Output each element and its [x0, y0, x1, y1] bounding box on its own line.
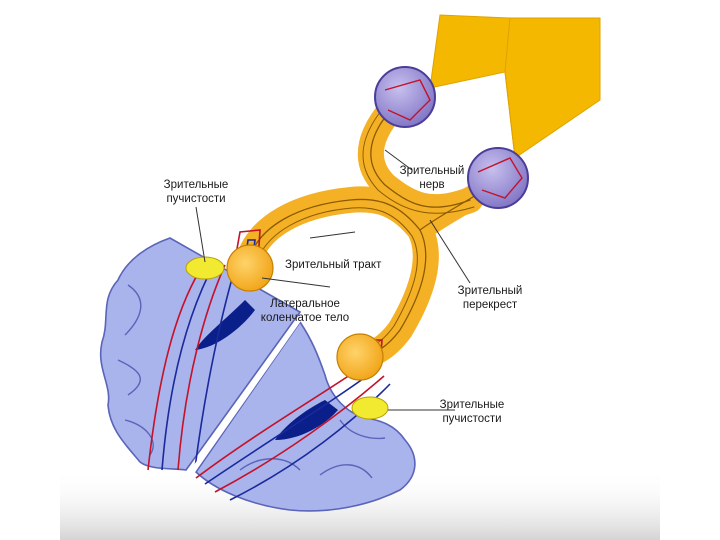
label-radiations-top-1: Зрительные — [164, 179, 229, 191]
visual-field-right-eye — [505, 18, 600, 158]
label-radiations-top-2: пучистости — [166, 193, 225, 205]
visual-field — [430, 15, 600, 158]
label-optic-nerve-2: нерв — [419, 179, 444, 191]
label-chiasm-1: Зрительный — [458, 285, 523, 297]
eye-left — [375, 67, 435, 127]
eye-right — [468, 148, 528, 208]
label-radiations-bottom-1: Зрительные — [440, 399, 505, 411]
label-optic-tract: Зрительный тракт — [285, 259, 382, 271]
lgn-left — [227, 245, 273, 291]
label-optic-nerve-1: Зрительный — [400, 165, 465, 177]
visual-field-left-eye — [430, 15, 510, 88]
striate-bottom — [352, 397, 388, 419]
label-lgn-1: Латеральное — [270, 298, 340, 310]
label-lgn-2: коленчатое тело — [261, 312, 349, 324]
label-radiations-bottom-2: пучистости — [442, 413, 501, 425]
label-chiasm-2: перекрест — [463, 299, 518, 311]
lgn-right — [337, 334, 383, 380]
